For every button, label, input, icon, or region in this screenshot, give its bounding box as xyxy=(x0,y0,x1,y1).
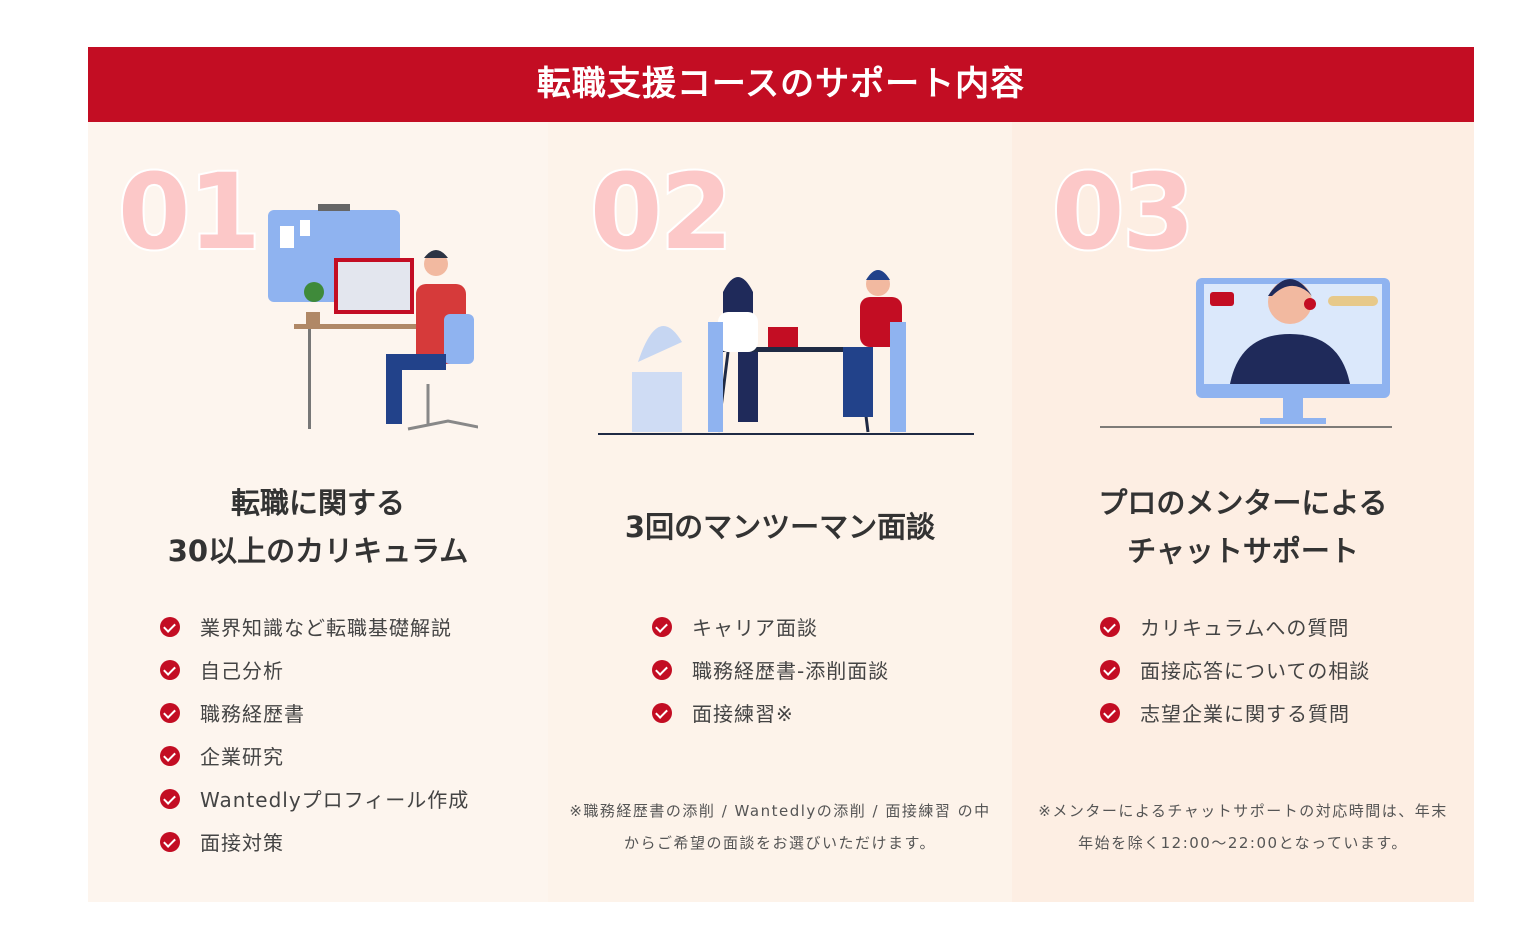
list-item: 企業研究 xyxy=(160,734,469,777)
interview-note: ※職務経歴書の添削 / Wantedlyの添削 / 面接練習 の中からご希望の面… xyxy=(569,802,991,852)
check-icon xyxy=(652,659,672,680)
check-icon xyxy=(652,616,672,637)
column-title: 3回のマンツーマン面談 xyxy=(624,510,936,544)
list-item: 自己分析 xyxy=(160,648,469,691)
list-item: 職務経歴書-添削面談 xyxy=(652,648,889,691)
section-header: 転職支援コースのサポート内容 xyxy=(88,47,1474,122)
mentor-monitor-illustration xyxy=(1100,278,1392,428)
list-item: キャリア面談 xyxy=(652,605,889,648)
list-item: Wantedlyプロフィール作成 xyxy=(160,777,469,820)
list-item: 面接応答についての相談 xyxy=(1100,648,1370,691)
list-item: 業界知識など転職基礎解説 xyxy=(160,605,469,648)
list-item: 面接練習※ xyxy=(652,691,889,734)
check-icon xyxy=(160,659,180,680)
item-label: 面接対策 xyxy=(200,831,284,855)
item-label: 自己分析 xyxy=(200,659,284,683)
curriculum-list: 業界知識など転職基礎解説 自己分析 職務経歴書 企業研究 Wantedlyプロフ… xyxy=(160,605,469,863)
item-label: Wantedlyプロフィール作成 xyxy=(200,788,470,812)
check-icon xyxy=(1100,702,1120,723)
support-column-interview: 02 3回のマンツーマン面談 キャリア面談 職務経歴書-添削面談 面接練習※ ※… xyxy=(548,122,1012,902)
desk-work-illustration xyxy=(268,204,478,431)
step-number: 02 xyxy=(588,151,735,273)
check-icon xyxy=(160,745,180,766)
chat-support-note: ※メンターによるチャットサポートの対応時間は、年末年始を除く12:00〜22:0… xyxy=(1038,802,1448,852)
step-number: 03 xyxy=(1050,151,1197,273)
item-label: キャリア面談 xyxy=(692,616,818,640)
item-label: カリキュラムへの質問 xyxy=(1140,616,1350,640)
chat-support-list: カリキュラムへの質問 面接応答についての相談 志望企業に関する質問 xyxy=(1100,605,1370,734)
list-item: 志望企業に関する質問 xyxy=(1100,691,1370,734)
item-label: 業界知識など転職基礎解説 xyxy=(200,616,452,640)
check-icon xyxy=(160,788,180,809)
item-label: 職務経歴書 xyxy=(200,702,305,726)
list-item: 面接対策 xyxy=(160,820,469,863)
item-label: 企業研究 xyxy=(200,745,284,769)
meeting-illustration xyxy=(598,270,974,435)
item-label: 面接応答についての相談 xyxy=(1140,659,1371,683)
list-item: カリキュラムへの質問 xyxy=(1100,605,1370,648)
interview-list: キャリア面談 職務経歴書-添削面談 面接練習※ xyxy=(652,605,889,734)
item-label: 志望企業に関する質問 xyxy=(1140,702,1350,726)
step-number: 01 xyxy=(116,151,263,273)
item-label: 職務経歴書-添削面談 xyxy=(692,659,890,683)
check-icon xyxy=(160,831,180,852)
support-column-curriculum: 01 転職に関する 30以上のカリキュラム 業界知識など転職基礎解説 自己分析 … xyxy=(88,122,548,902)
check-icon xyxy=(1100,616,1120,637)
check-icon xyxy=(160,616,180,637)
column-title: プロのメンターによる チャットサポート xyxy=(1098,486,1388,568)
list-item: 職務経歴書 xyxy=(160,691,469,734)
column-title: 転職に関する 30以上のカリキュラム xyxy=(167,486,469,568)
support-column-chat: 03 プロのメンターによる チャットサポート カリキュラムへの質問 面接応答につ… xyxy=(1012,122,1474,902)
check-icon xyxy=(652,702,672,723)
check-icon xyxy=(160,702,180,723)
item-label: 面接練習※ xyxy=(692,702,794,726)
check-icon xyxy=(1100,659,1120,680)
